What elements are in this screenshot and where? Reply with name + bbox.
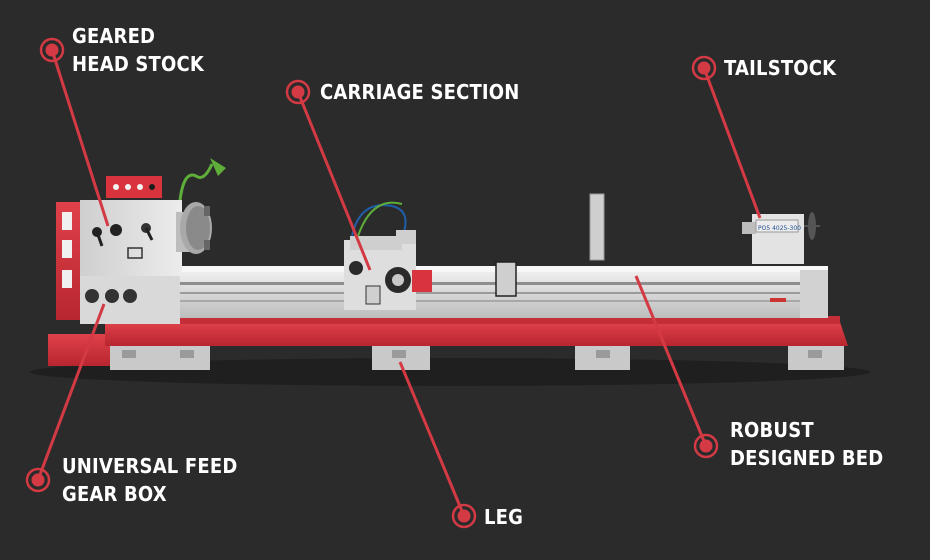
callout-markers xyxy=(25,37,719,529)
callout-bed-line2: DESIGNED BED xyxy=(730,446,884,470)
callout-headstock-line2: HEAD STOCK xyxy=(72,52,205,76)
callout-leg: LEG xyxy=(484,503,523,531)
marker-tailstock-icon xyxy=(691,55,717,81)
callout-headstock: GEARED HEAD STOCK xyxy=(72,22,204,78)
leader-lines xyxy=(36,49,762,517)
steady-rests xyxy=(495,193,605,297)
leader-carriage xyxy=(296,91,372,271)
callout-carriage-line1: CARRIAGE SECTION xyxy=(320,80,520,104)
callout-headstock-line1: GEARED xyxy=(72,24,156,48)
callout-bed: ROBUST DESIGNED BED xyxy=(730,416,883,472)
leader-leg xyxy=(398,361,466,517)
carriage xyxy=(344,201,432,310)
marker-leg-icon xyxy=(451,503,477,529)
callout-feed-gear-box: UNIVERSAL FEED GEAR BOX xyxy=(62,452,237,508)
callout-feed-gear-box-line2: GEAR BOX xyxy=(62,482,167,506)
marker-headstock-icon xyxy=(39,37,65,63)
marker-carriage-icon xyxy=(285,79,311,105)
callout-tailstock-line1: TAILSTOCK xyxy=(724,56,837,80)
callout-carriage: CARRIAGE SECTION xyxy=(320,78,520,106)
legs xyxy=(110,344,844,370)
tailstock-plate: PO5 4025-300 xyxy=(758,225,801,232)
callout-tailstock: TAILSTOCK xyxy=(724,54,836,82)
leader-tailstock xyxy=(702,67,762,219)
callout-leg-line1: LEG xyxy=(484,505,524,529)
callout-feed-gear-box-line1: UNIVERSAL FEED xyxy=(62,454,238,478)
tailstock: PO5 4025-300 xyxy=(742,212,820,264)
leader-bed xyxy=(634,275,708,447)
marker-bed-icon xyxy=(693,433,719,459)
headstock xyxy=(56,158,226,324)
callout-bed-line1: ROBUST xyxy=(730,418,814,442)
floor-shadow xyxy=(30,358,870,386)
leader-headstock xyxy=(50,49,110,227)
marker-feed-gear-box-icon xyxy=(25,467,51,493)
leader-feed-gear-box xyxy=(36,303,106,481)
